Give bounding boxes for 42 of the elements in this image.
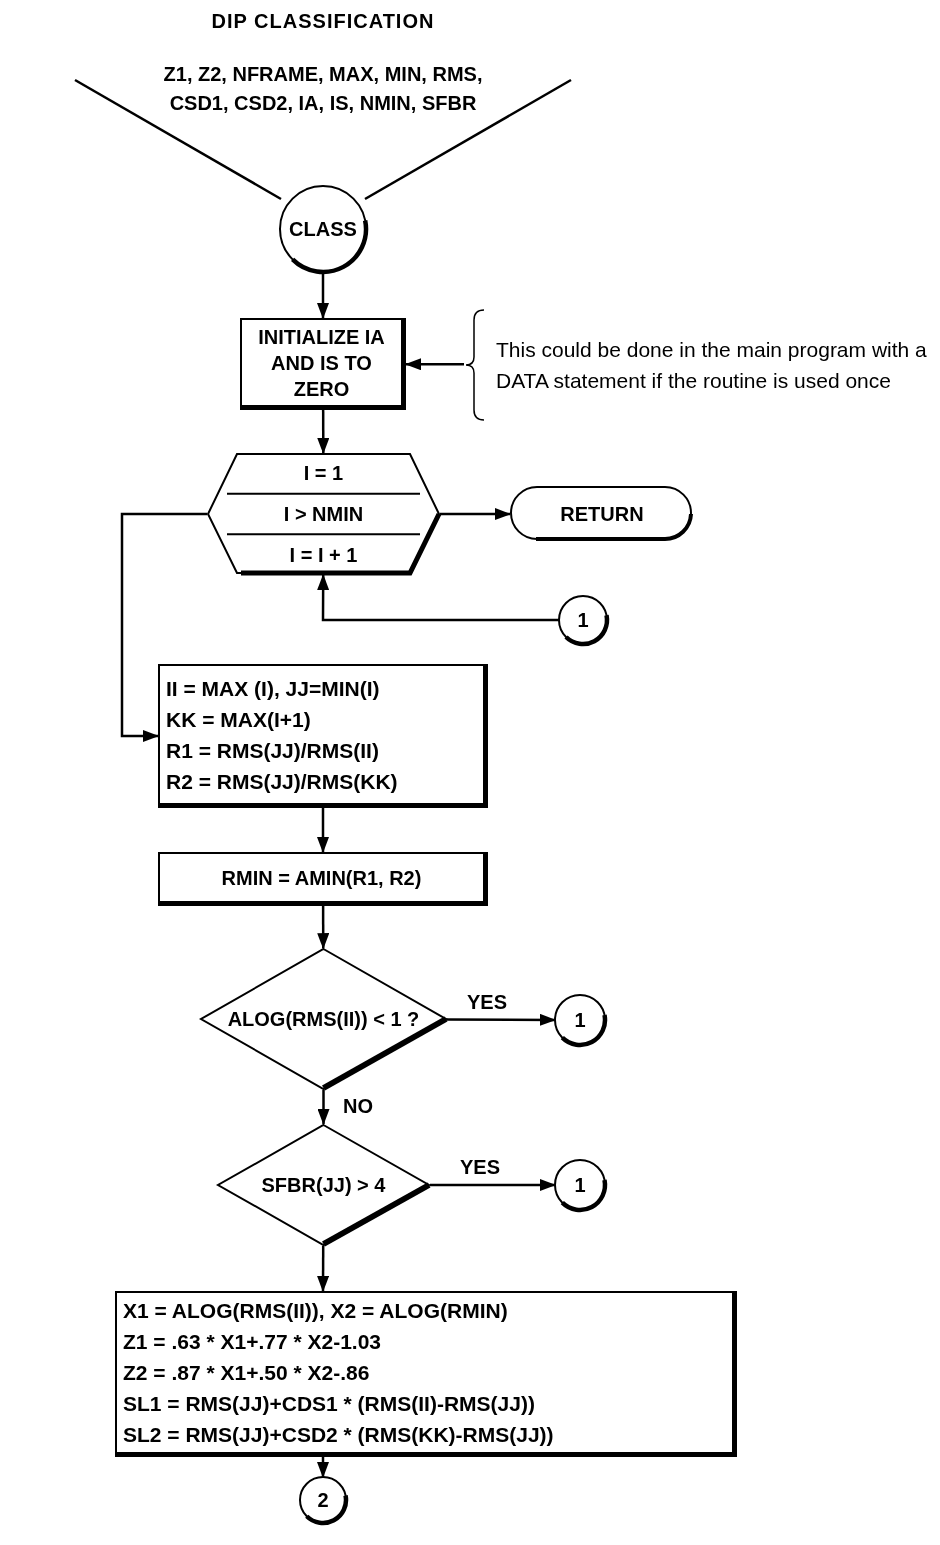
process-text: R2 = RMS(JJ)/RMS(KK) [166, 768, 398, 795]
loop-text: I = 1 [303, 461, 344, 487]
flow-arrow [317, 906, 330, 950]
process-box [158, 852, 488, 906]
flow-arrow [317, 808, 329, 853]
process-text: R1 = RMS(JJ)/RMS(II) [166, 737, 379, 764]
process-text: II = MAX (I), JJ=MIN(I) [166, 675, 380, 702]
process-text: SL2 = RMS(JJ)+CSD2 * (RMS(KK)-RMS(JJ)) [123, 1422, 554, 1448]
connector-label: 2 [317, 1488, 329, 1513]
connector-label: CLASS [289, 217, 357, 242]
condition-text: SFBR(JJ) > 4 [261, 1173, 386, 1198]
connector-label: 1 [574, 1173, 586, 1198]
terminal-text: RETURN [560, 502, 644, 527]
connector-label: 1 [577, 608, 589, 633]
process-box [158, 664, 488, 808]
parameter-list: Z1, Z2, NFRAME, MAX, MIN, RMS, CSD1, CSD2, IA, IS, NMIN, SFBR [150, 60, 496, 118]
flow-arrow [317, 574, 559, 622]
process-text: SL1 = RMS(JJ)+CDS1 * (RMS(II)-RMS(JJ)) [123, 1391, 535, 1417]
flow-arrow [440, 508, 511, 520]
flow-arrow [317, 1090, 330, 1125]
flow-arrow [317, 1457, 329, 1478]
flow-arrow [317, 410, 330, 454]
process-text: INITIALIZE IA AND IS TO ZERO [257, 324, 386, 402]
process-text: KK = MAX(I+1) [166, 706, 311, 733]
connector-label: 1 [574, 1008, 586, 1033]
flow-arrow [120, 512, 207, 742]
process-text: Z2 = .87 * X1+.50 * X2-.86 [123, 1360, 370, 1386]
condition-text: ALOG(RMS(II)) < 1 ? [227, 1007, 420, 1032]
flow-arrow [317, 272, 329, 319]
process-box [115, 1291, 737, 1457]
flow-arrow [446, 1013, 556, 1026]
note-text: This could be done in the main program with a DATA statement if the routine is used once [495, 337, 928, 394]
loop-text: I > NMIN [283, 502, 364, 527]
process-box [240, 318, 406, 410]
process-text: RMIN = AMIN(R1, R2) [221, 865, 422, 891]
flow-arrow [405, 358, 464, 371]
process-text: X1 = ALOG(RMS(II)), X2 = ALOG(RMIN) [123, 1298, 508, 1324]
loop-text: I = I + 1 [289, 542, 358, 568]
diagram-title: DIP CLASSIFICATION [210, 10, 436, 33]
flow-arrow [430, 1179, 556, 1191]
flow-arrow [317, 1245, 330, 1292]
process-text: Z1 = .63 * X1+.77 * X2-1.03 [123, 1329, 381, 1355]
